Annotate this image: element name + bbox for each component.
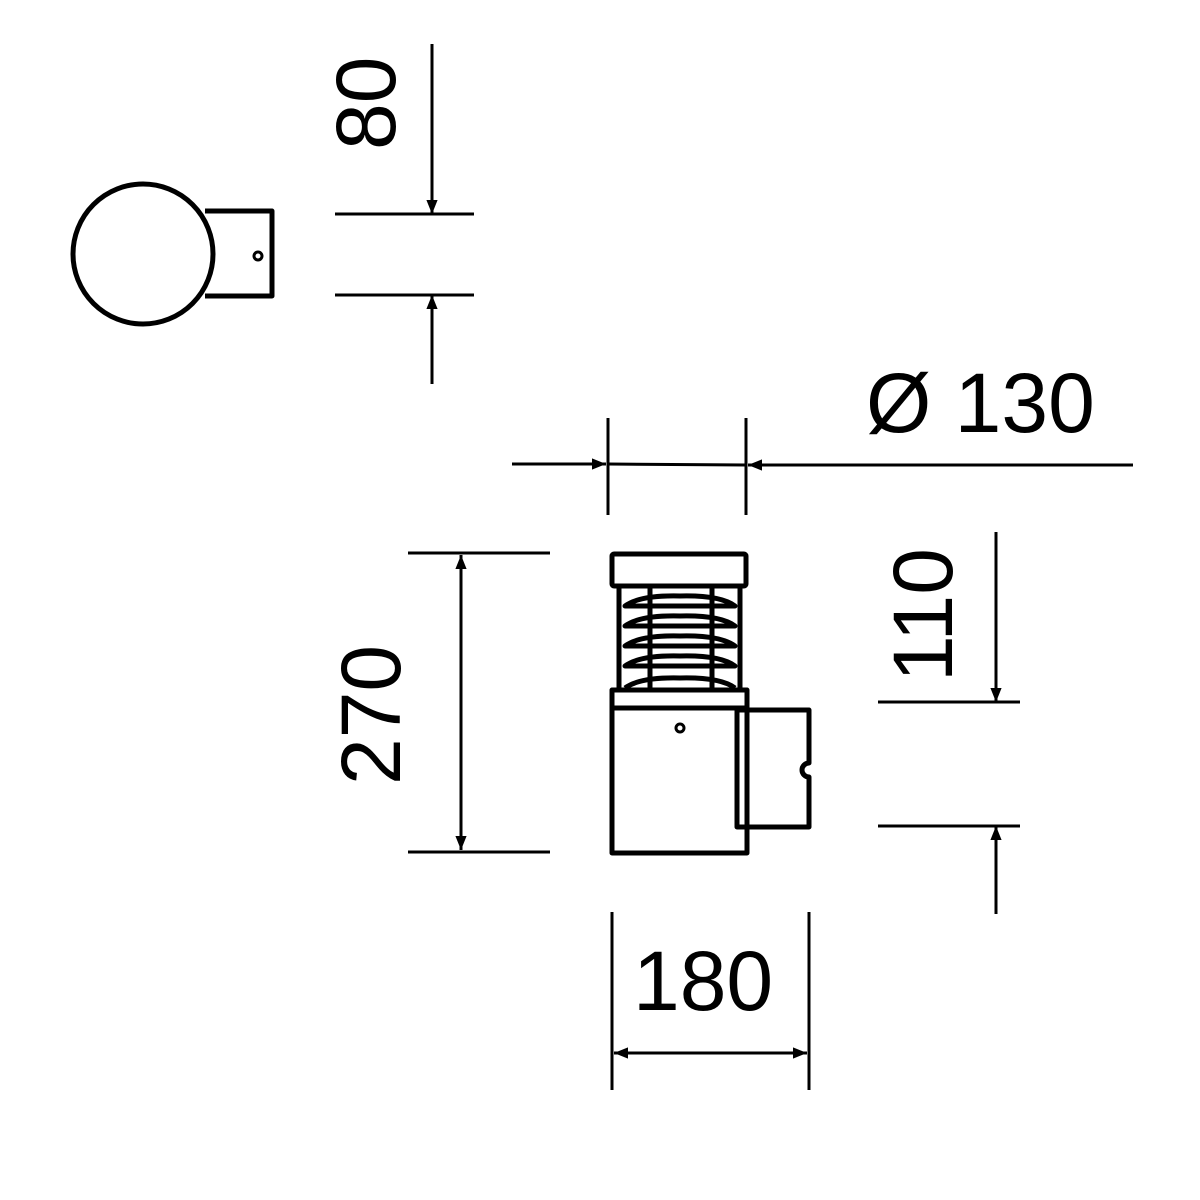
wall-bracket-side (734, 707, 812, 830)
dimension-180: 180 (610, 912, 811, 1090)
screw-hole (252, 250, 264, 262)
luminaire-head-top (70, 181, 216, 327)
dimension-110: 110 (876, 532, 1020, 914)
dim-label-diameter: Ø 130 (866, 356, 1095, 450)
screw-hole-side (674, 722, 686, 734)
top-cap (609, 551, 749, 589)
body (609, 705, 750, 856)
collar (609, 687, 750, 711)
dim-label-270: 270 (324, 645, 418, 785)
dim-label-80: 80 (319, 57, 413, 150)
louver-fins (622, 593, 738, 691)
dim-label-110: 110 (876, 548, 970, 682)
dimension-270: 270 (324, 551, 550, 854)
dimension-80: 80 (319, 44, 474, 384)
wall-bracket-top (205, 208, 275, 299)
side-view (609, 551, 812, 856)
dim-label-180: 180 (633, 934, 773, 1028)
top-view (70, 181, 275, 327)
dimension-diameter: Ø 130 (512, 356, 1133, 515)
